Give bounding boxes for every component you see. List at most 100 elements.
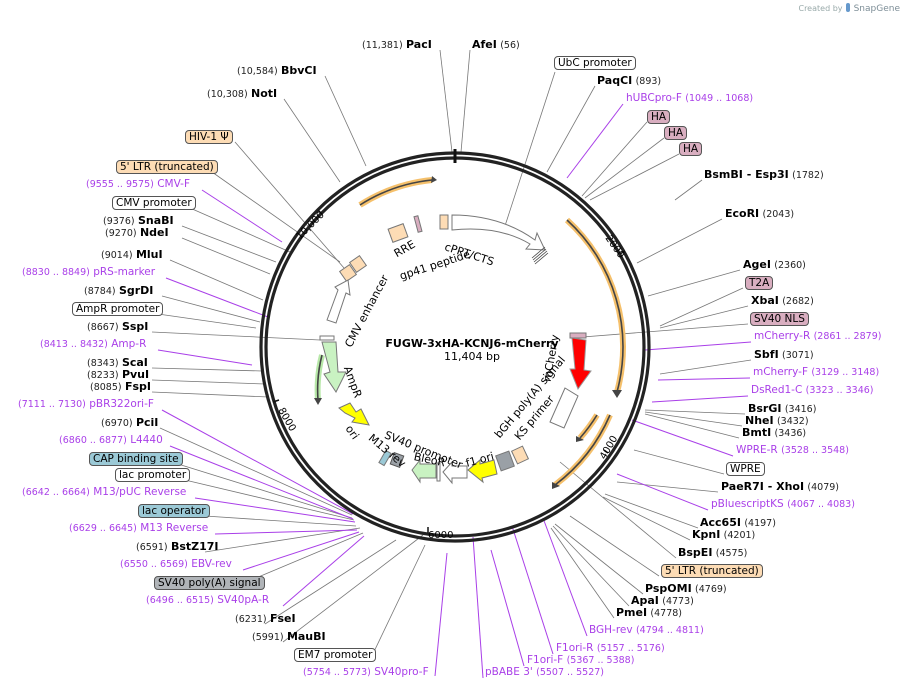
feature-wpre-box[interactable] xyxy=(549,387,579,429)
enzyme-site-pspomi[interactable]: PspOMI (4769) xyxy=(645,582,727,596)
feature-ks-primer-block[interactable] xyxy=(510,445,530,465)
primer-hubcpro-f[interactable]: hUBCpro-F (1049 .. 1068) xyxy=(626,92,753,105)
enzyme-site-agei[interactable]: AgeI (2360) xyxy=(743,258,806,272)
feature-label-wpre[interactable]: WPRE xyxy=(726,462,765,476)
feature-ampr-arrow[interactable] xyxy=(321,341,347,393)
feature-label-sv40-poly-a-signal[interactable]: SV40 poly(A) signal xyxy=(154,576,265,590)
feature-label-lac-operator[interactable]: lac operator xyxy=(138,504,210,518)
feature-label-5-ltr-truncated[interactable]: 5' LTR (truncated) xyxy=(116,160,218,174)
enzyme-position: (4197) xyxy=(744,518,776,529)
enzyme-site-bmti[interactable]: BmtI (3436) xyxy=(742,426,806,440)
enzyme-site-bsmbi-esp3i[interactable]: BsmBI - Esp3I (1782) xyxy=(704,168,824,182)
primer-bgh-rev[interactable]: BGH-rev (4794 .. 4811) xyxy=(589,624,704,637)
feature-m13rev-lac[interactable] xyxy=(378,449,405,468)
enzyme-site-bspei[interactable]: BspEI (4575) xyxy=(678,546,747,560)
enzyme-site-bsrgi[interactable]: BsrGI (3416) xyxy=(748,402,816,416)
enzyme-site-paqci[interactable]: PaqCI (893) xyxy=(597,74,661,88)
enzyme-site-ndei[interactable]: (9270) NdeI xyxy=(105,226,169,240)
feature-sv40-promoter[interactable] xyxy=(436,462,441,482)
feature-label-ampr-promoter[interactable]: AmpR promoter xyxy=(72,302,164,316)
primer-position: (5157 .. 5176) xyxy=(596,643,665,654)
enzyme-site-afei[interactable]: AfeI (56) xyxy=(472,38,520,52)
enzyme-site-fspi[interactable]: (8085) FspI xyxy=(90,380,151,394)
primer-position: (3528 .. 3548) xyxy=(781,445,849,456)
primer-ebv-rev[interactable]: (6550 .. 6569) EBV-rev xyxy=(120,558,232,571)
enzyme-position: (4575) xyxy=(715,548,748,559)
feature-f1-ori-arrow[interactable] xyxy=(467,458,498,484)
primer-pbabe-3[interactable]: pBABE 3' (5507 .. 5527) xyxy=(485,666,604,679)
feature-bgh-polya[interactable] xyxy=(495,450,515,472)
enzyme-site-pvui[interactable]: (8233) PvuI xyxy=(87,368,149,382)
feature-label-hiv-1[interactable]: HIV-1 Ψ xyxy=(185,130,233,144)
enzyme-position: (8085) xyxy=(90,382,122,393)
enzyme-site-ecori[interactable]: EcoRI (2043) xyxy=(725,207,794,221)
feature-label-ha[interactable]: HA xyxy=(664,126,688,140)
feature-label-lac-promoter[interactable]: lac promoter xyxy=(115,468,191,482)
enzyme-site-snabi[interactable]: (9376) SnaBI xyxy=(103,214,174,228)
primer-prs-marker[interactable]: (8830 .. 8849) pRS-marker xyxy=(22,266,155,279)
feature-label-t2a[interactable]: T2A xyxy=(745,276,774,290)
feature-name: HA xyxy=(651,111,667,123)
feature-f1-arrow-white[interactable] xyxy=(442,460,468,485)
feature-name: CAP binding site xyxy=(93,453,179,465)
enzyme-site-xbai[interactable]: XbaI (2682) xyxy=(751,294,814,308)
primer-pbluescriptks[interactable]: pBluescriptKS (4067 .. 4083) xyxy=(711,498,855,511)
enzyme-site-fsei[interactable]: (6231) FseI xyxy=(235,612,296,626)
enzyme-site-scai[interactable]: (8343) ScaI xyxy=(87,356,148,370)
primer-f1ori-f[interactable]: F1ori-F (5367 .. 5388) xyxy=(527,654,634,667)
enzyme-name: PspOMI xyxy=(645,582,692,595)
enzyme-site-sbfi[interactable]: SbfI (3071) xyxy=(754,348,814,362)
primer-mcherry-r[interactable]: mCherry-R (2861 .. 2879) xyxy=(754,330,881,343)
feature-bleor-arrow[interactable] xyxy=(411,458,437,484)
feature-label-cap-binding-site[interactable]: CAP binding site xyxy=(89,452,183,466)
feature-label-em7-promoter[interactable]: EM7 promoter xyxy=(294,648,377,662)
feature-label-cmv-promoter[interactable]: CMV promoter xyxy=(112,196,196,210)
enzyme-site-acc65i[interactable]: Acc65I (4197) xyxy=(700,516,776,530)
feature-rre[interactable] xyxy=(387,223,409,243)
enzyme-site-noti[interactable]: (10,308) NotI xyxy=(207,87,277,101)
primer-m13-puc-reverse[interactable]: (6642 .. 6664) M13/pUC Reverse xyxy=(22,486,186,499)
feature-name: UbC promoter xyxy=(558,57,632,69)
primer-m13-reverse[interactable]: (6629 .. 6645) M13 Reverse xyxy=(69,522,208,535)
primer-mcherry-f[interactable]: mCherry-F (3129 .. 3148) xyxy=(753,366,879,379)
enzyme-site-pmei[interactable]: PmeI (4778) xyxy=(616,606,682,620)
primer-l4440[interactable]: (6860 .. 6877) L4440 xyxy=(59,434,163,447)
primer-dsred1-c[interactable]: DsRed1-C (3323 .. 3346) xyxy=(751,384,874,397)
enzyme-site-paci[interactable]: (11,381) PacI xyxy=(362,38,432,52)
enzyme-site-pcii[interactable]: (6970) PciI xyxy=(101,416,158,430)
feature-gp41-peptide[interactable] xyxy=(413,215,423,233)
primer-cmv-f[interactable]: (9555 .. 9575) CMV-F xyxy=(86,178,190,191)
enzyme-site-nhei[interactable]: NheI (3432) xyxy=(745,414,809,428)
enzyme-site-kpni[interactable]: KpnI (4201) xyxy=(692,528,755,542)
enzyme-name: BsrGI xyxy=(748,402,782,415)
feature-label-ha[interactable]: HA xyxy=(679,142,703,156)
feature-hiv-ltr-blocks[interactable] xyxy=(338,254,368,283)
feature-label-ubc-promoter[interactable]: UbC promoter xyxy=(554,56,636,70)
enzyme-site-maubi[interactable]: (5991) MauBI xyxy=(252,630,326,644)
primer-f1ori-r[interactable]: F1ori-R (5157 .. 5176) xyxy=(556,642,665,655)
feature-cmv-enhancer-arrow[interactable] xyxy=(326,279,351,324)
primer-pbr322ori-f[interactable]: (7111 .. 7130) pBR322ori-F xyxy=(18,398,154,411)
enzyme-site-mlui[interactable]: (9014) MluI xyxy=(101,248,163,262)
primer-name: Amp-R xyxy=(111,338,147,350)
primer-wpre-r[interactable]: WPRE-R (3528 .. 3548) xyxy=(736,444,849,457)
enzyme-site-paer7i-xhoi[interactable]: PaeR7I - XhoI (4079) xyxy=(721,480,839,494)
feature-cmv-promoter-small[interactable] xyxy=(319,335,335,341)
enzyme-site-bbvci[interactable]: (10,584) BbvCI xyxy=(237,64,317,78)
enzyme-site-sspi[interactable]: (8667) SspI xyxy=(87,320,148,334)
feature-cppt-cts[interactable] xyxy=(439,214,449,230)
feature-label-5-ltr-truncated[interactable]: 5' LTR (truncated) xyxy=(661,564,763,578)
enzyme-name: EcoRI xyxy=(725,207,760,220)
primer-sv40pa-r[interactable]: (6496 .. 6515) SV40pA-R xyxy=(146,594,269,607)
feature-label-ha[interactable]: HA xyxy=(647,110,671,124)
enzyme-site-bstz17i[interactable]: (6591) BstZ17I xyxy=(136,540,219,554)
feature-ubc-promoter-arrow[interactable] xyxy=(451,214,546,251)
primer-sv40pro-f[interactable]: (5754 .. 5773) SV40pro-F xyxy=(303,666,429,679)
feature-mcherry-arrow[interactable] xyxy=(569,337,592,391)
enzyme-site-apai[interactable]: ApaI (4773) xyxy=(631,594,694,608)
feature-ori-arrow[interactable] xyxy=(338,402,370,426)
feature-label-sv40-nls[interactable]: SV40 NLS xyxy=(750,312,809,326)
primer-amp-r[interactable]: (8413 .. 8432) Amp-R xyxy=(40,338,146,351)
enzyme-site-sgrdi[interactable]: (8784) SgrDI xyxy=(84,284,153,298)
feature-sv40-nls-small[interactable] xyxy=(569,332,587,339)
